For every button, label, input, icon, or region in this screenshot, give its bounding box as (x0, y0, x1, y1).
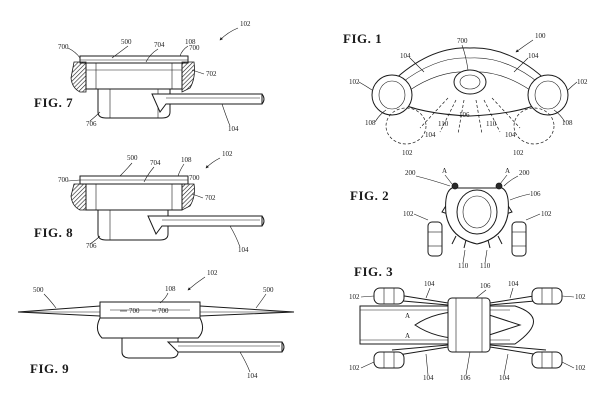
fig3-label-102c: 102 (349, 364, 360, 372)
fig8-label-104: 104 (238, 246, 249, 254)
fig3-label-A2: A (405, 332, 410, 340)
fig1-label-104: 104 (400, 52, 411, 60)
fig3-reference-labels: 102 104 106 104 102 A A 102 104 106 104 … (349, 280, 586, 382)
fig3-label-104c: 104 (423, 374, 434, 382)
fig2-label-A2: A (505, 167, 510, 175)
fig3-label-102d: 102 (575, 364, 586, 372)
fig2-label-200b: 200 (519, 169, 530, 177)
fig3-label-104b: 104 (508, 280, 519, 288)
fig2-title: FIG. 2 (350, 188, 389, 203)
fig2-label-102b: 102 (541, 210, 552, 218)
fig1-reference-labels: 700 100 104 104 102 102 110 106 110 108 … (349, 32, 588, 157)
fig7-label-706: 706 (86, 120, 97, 128)
fig1-label-100: 100 (535, 32, 546, 40)
fig1-label-104b: 104 (528, 52, 539, 60)
fig9-label-700: 700 (129, 307, 140, 315)
fig3-label-106b: 106 (460, 374, 471, 382)
fig8-title: FIG. 8 (34, 225, 73, 240)
figure-9: FIG. 9 102 500 108 500 700 700 104 (17, 269, 295, 380)
fig9-assembly-drawing (17, 301, 295, 359)
fig1-title: FIG. 1 (343, 31, 382, 46)
fig3-label-104: 104 (424, 280, 435, 288)
fig8-label-700b: 700 (189, 174, 200, 182)
fig8-label-702: 702 (205, 194, 216, 202)
figure-7: FIG. 7 700 500 704 108 700 702 706 104 1… (34, 20, 265, 133)
figure-2: FIG. 2 200 A A 200 106 102 102 110 110 (350, 167, 552, 270)
fig7-label-102: 102 (240, 20, 251, 28)
fig1-label-108b: 108 (562, 119, 573, 127)
fig9-label-102: 102 (207, 269, 218, 277)
fig9-label-104: 104 (247, 372, 258, 380)
fig7-assembly-drawing (70, 55, 265, 119)
fig1-label-110b: 110 (486, 120, 497, 128)
fig2-reference-labels: 200 A A 200 106 102 102 110 110 (403, 167, 552, 270)
fig2-vehicle-front-drawing (427, 182, 527, 257)
fig7-label-108: 108 (185, 38, 196, 46)
fig7-label-500: 500 (121, 38, 132, 46)
figure-8: FIG. 8 700 500 704 108 700 702 706 104 1… (34, 150, 265, 254)
fig1-label-106: 106 (459, 111, 470, 119)
fig2-label-110b: 110 (480, 262, 491, 270)
fig2-label-106: 106 (530, 190, 541, 198)
fig1-label-108: 108 (365, 119, 376, 127)
fig8-assembly-drawing (70, 175, 265, 241)
fig3-label-104d: 104 (499, 374, 510, 382)
fig2-label-110: 110 (458, 262, 469, 270)
fig2-label-200: 200 (405, 169, 416, 177)
fig3-label-102b: 102 (575, 293, 586, 301)
fig1-label-700: 700 (457, 37, 468, 45)
fig1-label-102c: 102 (402, 149, 413, 157)
fig1-label-110: 110 (438, 120, 449, 128)
fig7-reference-labels: 700 500 704 108 700 702 706 104 102 (58, 20, 251, 133)
fig7-label-700: 700 (58, 43, 69, 51)
fig8-label-108: 108 (181, 156, 192, 164)
fig2-label-A: A (442, 167, 447, 175)
fig8-label-706: 706 (86, 242, 97, 250)
fig1-label-104d: 104 (505, 131, 516, 139)
figure-1: FIG. 1 700 100 104 104 102 102 110 106 1… (343, 31, 588, 157)
fig8-reference-labels: 700 500 704 108 700 702 706 104 102 (58, 150, 249, 254)
fig9-reference-labels: 102 500 108 500 700 700 104 (33, 269, 274, 380)
fig1-label-104c: 104 (425, 131, 436, 139)
fig1-label-102b: 102 (577, 78, 588, 86)
fig7-label-700b: 700 (189, 44, 200, 52)
fig9-label-700b: 700 (158, 307, 169, 315)
fig2-label-102: 102 (403, 210, 414, 218)
fig8-label-102: 102 (222, 150, 233, 158)
fig9-title: FIG. 9 (30, 361, 69, 376)
fig7-label-104: 104 (228, 125, 239, 133)
fig3-label-102: 102 (349, 293, 360, 301)
fig7-label-704: 704 (154, 41, 165, 49)
fig1-label-102d: 102 (513, 149, 524, 157)
fig3-vehicle-top-drawing (359, 287, 563, 369)
fig7-title: FIG. 7 (34, 95, 73, 110)
fig1-vehicle-drawing (371, 47, 569, 145)
fig8-label-700: 700 (58, 176, 69, 184)
fig7-label-702: 702 (206, 70, 217, 78)
fig3-label-106: 106 (480, 282, 491, 290)
fig9-label-500: 500 (33, 286, 44, 294)
fig3-title: FIG. 3 (354, 264, 393, 279)
figure-3: FIG. 3 102 104 106 104 102 A A 102 104 1… (349, 264, 586, 382)
fig3-label-A: A (405, 312, 410, 320)
fig9-label-500b: 500 (263, 286, 274, 294)
fig9-label-108: 108 (165, 285, 176, 293)
fig1-label-102: 102 (349, 78, 360, 86)
fig8-label-500: 500 (127, 154, 138, 162)
fig8-label-704: 704 (150, 159, 161, 167)
